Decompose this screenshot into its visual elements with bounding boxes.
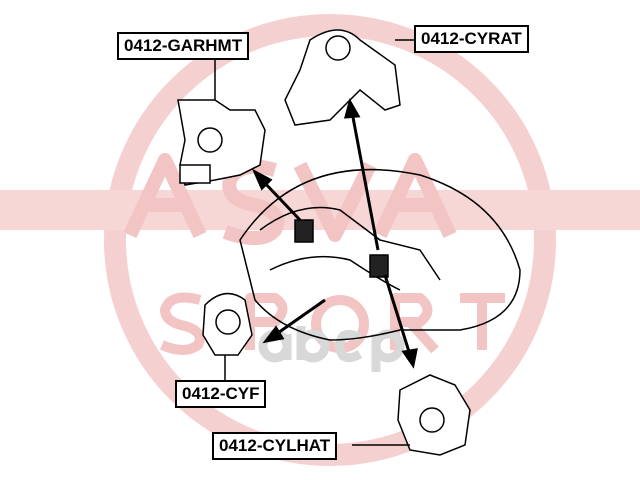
mount-cyrat-part	[284, 29, 401, 126]
pointer-arrows	[251, 98, 418, 369]
part-label-garhmt[interactable]: 0412-GARHMT	[117, 32, 250, 60]
mount-cyf-part	[202, 292, 253, 356]
mount-garhmt-part	[177, 99, 266, 186]
part-label-cyrat[interactable]: 0412-CYRAT	[414, 25, 529, 53]
part-label-cyf[interactable]: 0412-CYF	[175, 380, 267, 408]
mount-cylhat-part	[397, 374, 471, 456]
engine-bay-illustration	[239, 168, 521, 341]
part-label-cylhat[interactable]: 0412-CYLHAT	[212, 432, 338, 460]
